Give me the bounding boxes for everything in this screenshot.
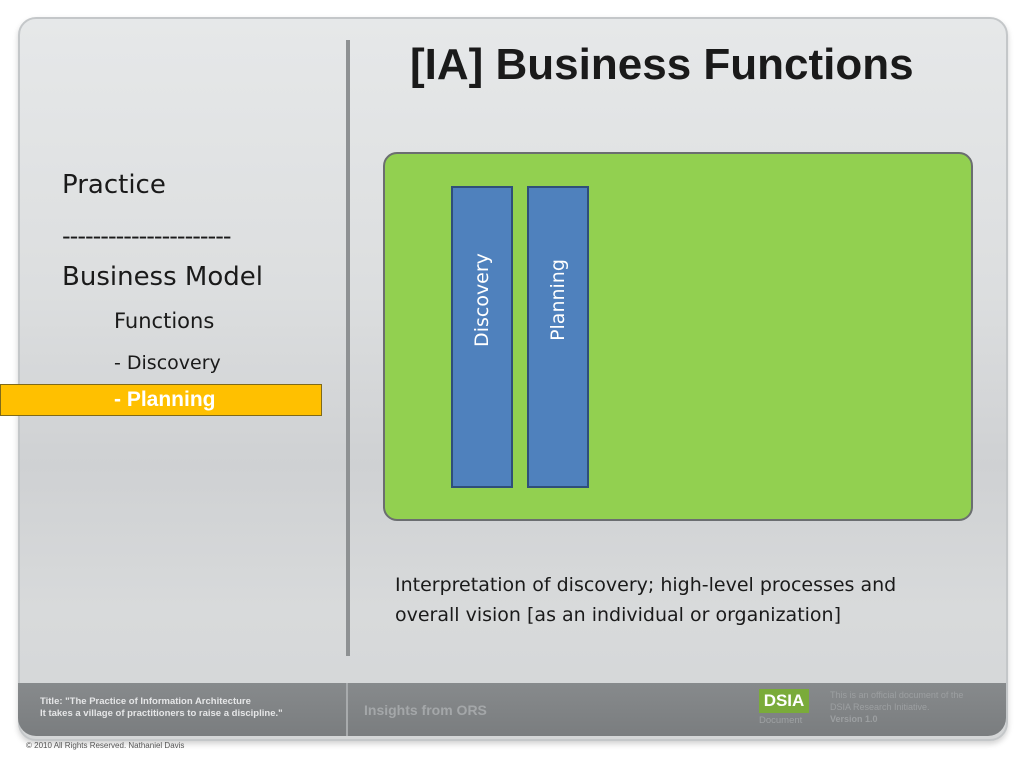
copyright-text: © 2010 All Rights Reserved. Nathaniel Da… [26, 741, 185, 750]
outline-nav: Practice ---------------------- Business… [0, 0, 340, 600]
function-label-planning: Planning [547, 259, 569, 341]
footer-bar: Title: "The Practice of Information Arch… [18, 683, 1006, 736]
footer-title-line-1: Title: "The Practice of Information Arch… [40, 696, 251, 707]
nav-item-practice: Practice [62, 170, 166, 200]
function-bar-planning: Planning [527, 186, 589, 488]
dsia-logo: DSIA [759, 689, 809, 713]
dsia-version: Version 1.0 [830, 714, 878, 724]
dsia-note: This is an official document of the DSIA… [830, 689, 1000, 725]
nav-separator: ---------------------- [62, 222, 232, 250]
dsia-note-line-1: This is an official document of the [830, 690, 964, 700]
function-bar-discovery: Discovery [451, 186, 513, 488]
description-text: Interpretation of discovery; high-level … [395, 574, 897, 626]
footer-title-line-2: It takes a village of practitioners to r… [40, 708, 283, 719]
function-label-discovery: Discovery [471, 253, 493, 347]
vertical-divider [346, 40, 350, 656]
nav-item-planning-active: - Planning [114, 388, 216, 411]
dsia-note-line-2: DSIA Research Initiative. [830, 702, 930, 712]
slide-title: [IA] Business Functions [410, 40, 914, 89]
dsia-logo-subtitle: Document [759, 715, 803, 726]
footer-title: Title: "The Practice of Information Arch… [40, 696, 283, 720]
nav-active-highlight [0, 384, 322, 416]
nav-item-business-model: Business Model [62, 262, 263, 292]
nav-item-functions: Functions [114, 309, 215, 333]
footer-divider [346, 683, 348, 736]
nav-item-discovery: - Discovery [114, 352, 221, 374]
footer-insights: Insights from ORS [364, 702, 487, 718]
